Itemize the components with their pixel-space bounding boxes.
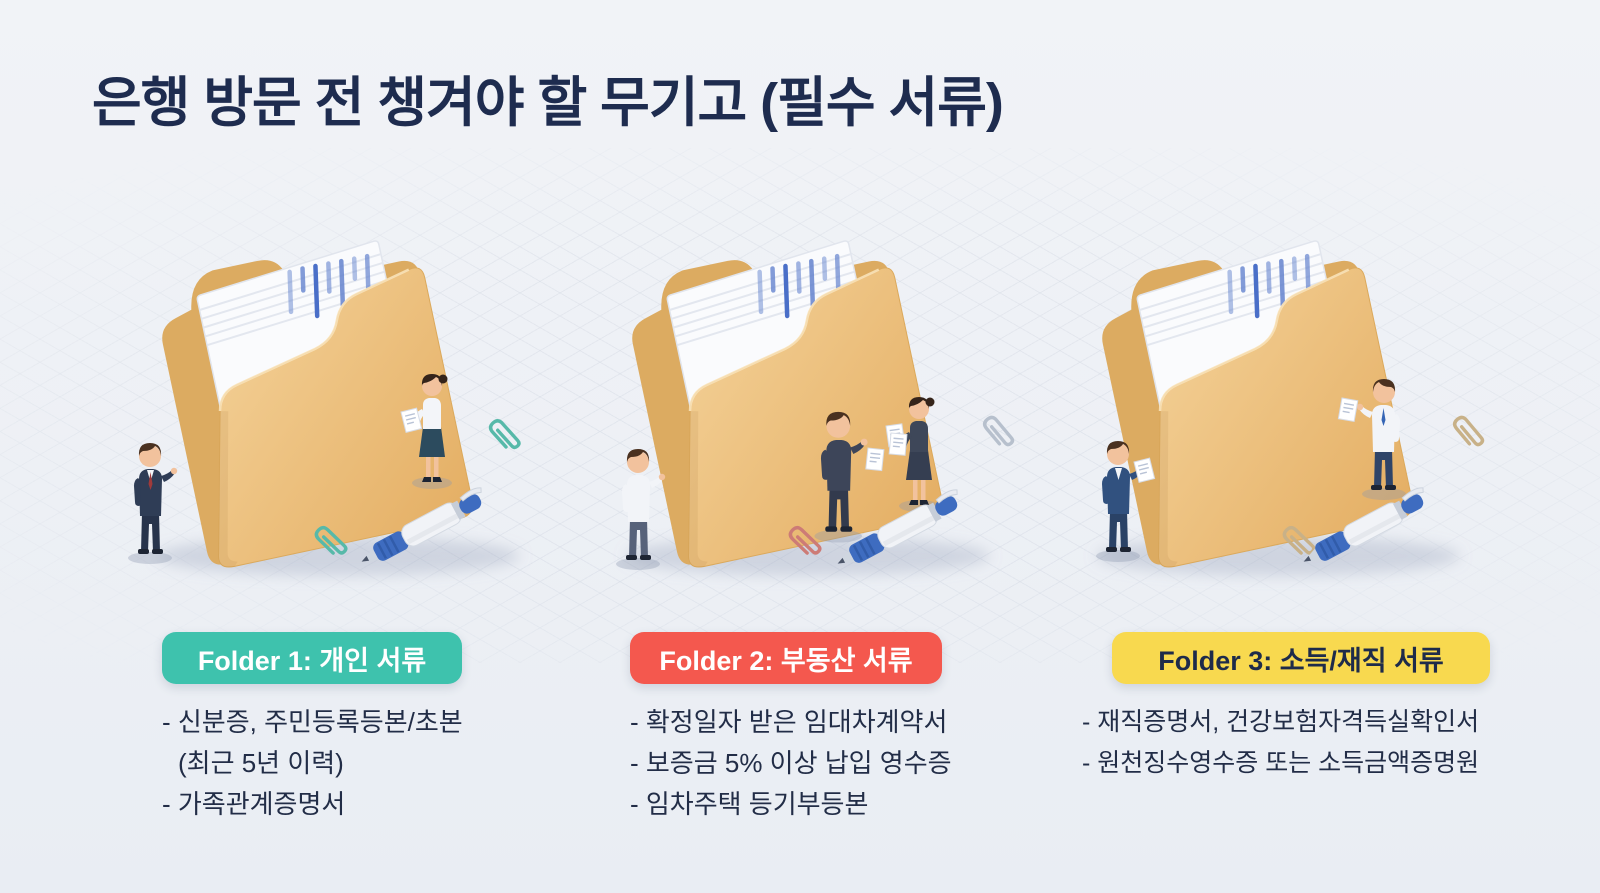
folder-3-document-list: - 재직증명서, 건강보험자격득실확인서 - 원천징수영수증 또는 소득금액증명… xyxy=(1082,702,1479,784)
list-item: - 임차주택 등기부등본 xyxy=(630,789,869,819)
folder-scene-1 xyxy=(128,186,523,576)
folder-2-document-list: - 확정일자 받은 임대차계약서 - 보증금 5% 이상 납입 영수증 - 임차… xyxy=(630,702,952,825)
paperclip-icon xyxy=(486,416,523,454)
document-icon xyxy=(1337,397,1359,423)
paperclip-icon xyxy=(980,413,1016,451)
folder-1-badge: Folder 1: 개인 서류 xyxy=(162,632,462,684)
list-item: - 재직증명서, 건강보험자격득실확인서 xyxy=(1082,708,1480,736)
list-item: - 보증금 5% 이상 납입 영수증 xyxy=(630,748,952,778)
folder-1-document-list: - 신분증, 주민등록등본/초본 (최근 5년 이력) - 가족관계증명서 xyxy=(162,702,463,825)
folder-scene-2 xyxy=(616,186,1016,576)
paperclip-icon xyxy=(1450,413,1486,451)
page-title: 은행 방문 전 챙겨야 할 무기고 (필수 서류) xyxy=(92,73,1004,133)
folder-scene-3 xyxy=(1046,186,1486,576)
document-icon xyxy=(865,447,885,472)
businessman-icon xyxy=(128,443,178,564)
list-item: - 신분증, 주민등록등본/초본 xyxy=(162,707,463,737)
folder-3-badge: Folder 3: 소득/재직 서류 xyxy=(1112,632,1490,684)
document-icon xyxy=(888,432,908,457)
list-item: - 원천징수영수증 또는 소득금액증명원 xyxy=(1082,749,1480,777)
list-item: (최근 5년 이력) xyxy=(178,748,344,778)
folder-2-badge: Folder 2: 부동산 서류 xyxy=(630,632,942,684)
list-item: - 확정일자 받은 임대차계약서 xyxy=(630,707,948,737)
list-item: - 가족관계증명서 xyxy=(162,789,346,819)
